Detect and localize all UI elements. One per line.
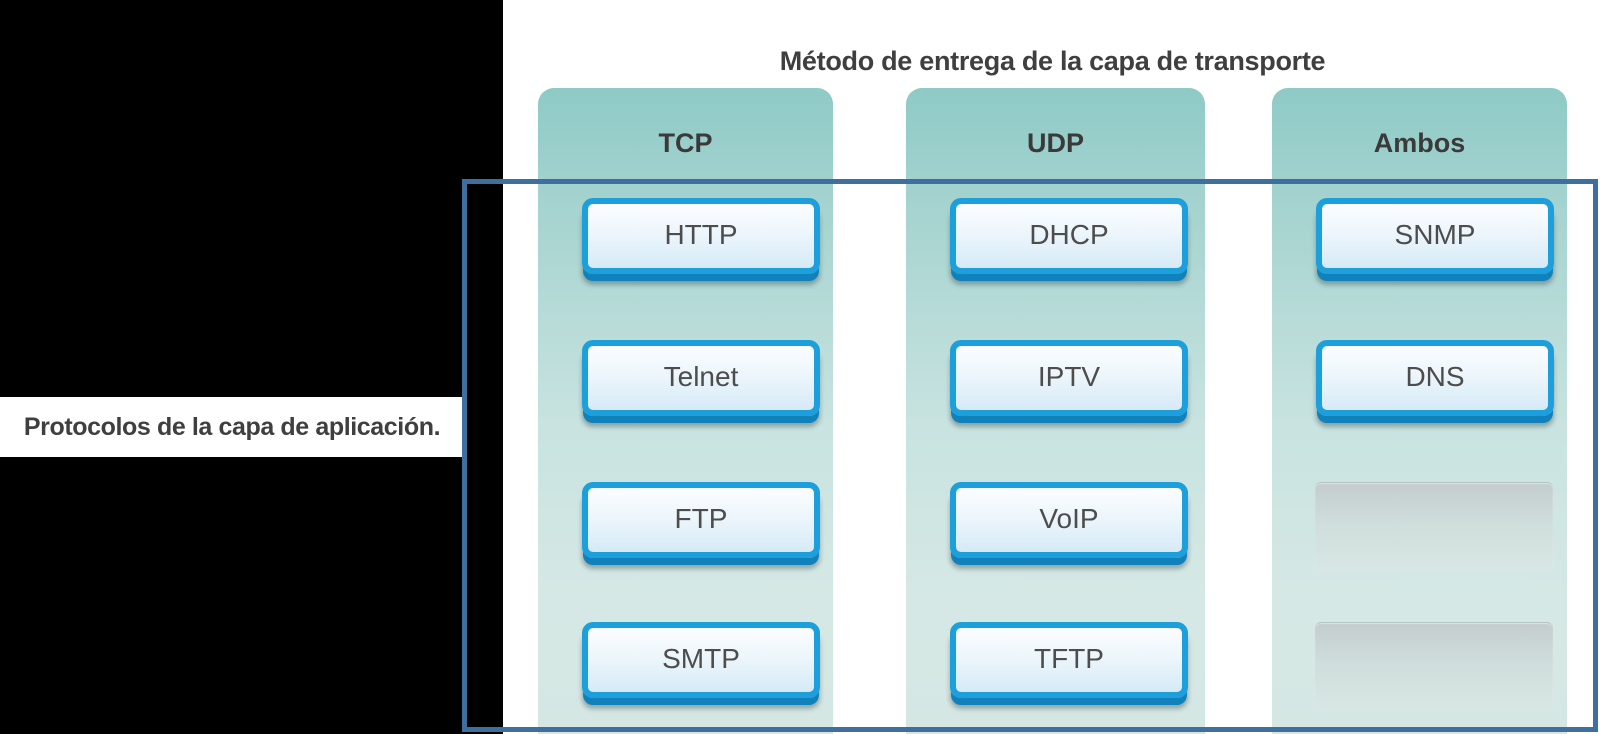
column-udp: UDP DHCP IPTV VoIP TFTP: [906, 88, 1205, 734]
protocol-chip-dhcp[interactable]: DHCP: [950, 198, 1188, 274]
protocol-chip-tftp[interactable]: TFTP: [950, 622, 1188, 698]
figure-title: Método de entrega de la capa de transpor…: [779, 46, 1326, 76]
column-header-tcp: TCP: [658, 128, 713, 158]
column-tcp: TCP HTTP Telnet FTP SMTP: [538, 88, 833, 734]
protocol-chip-ftp[interactable]: FTP: [582, 482, 820, 558]
side-label-strip: Protocolos de la capa de aplicación.: [0, 397, 464, 457]
column-header-udp: UDP: [1026, 128, 1084, 158]
protocol-chip-smtp[interactable]: SMTP: [582, 622, 820, 698]
protocol-chip-snmp[interactable]: SNMP: [1316, 198, 1554, 274]
protocol-chip-http[interactable]: HTTP: [582, 198, 820, 274]
side-label: Protocolos de la capa de aplicación.: [23, 412, 441, 441]
column-ambos: Ambos SNMP DNS: [1272, 88, 1567, 734]
protocol-chip-iptv[interactable]: IPTV: [950, 340, 1188, 416]
empty-drop-slot-2[interactable]: [1315, 622, 1553, 712]
empty-drop-slot-1[interactable]: [1315, 482, 1553, 572]
protocol-chip-voip[interactable]: VoIP: [950, 482, 1188, 558]
column-header-ambos: Ambos: [1373, 128, 1466, 158]
protocol-chip-dns[interactable]: DNS: [1316, 340, 1554, 416]
protocol-chip-telnet[interactable]: Telnet: [582, 340, 820, 416]
